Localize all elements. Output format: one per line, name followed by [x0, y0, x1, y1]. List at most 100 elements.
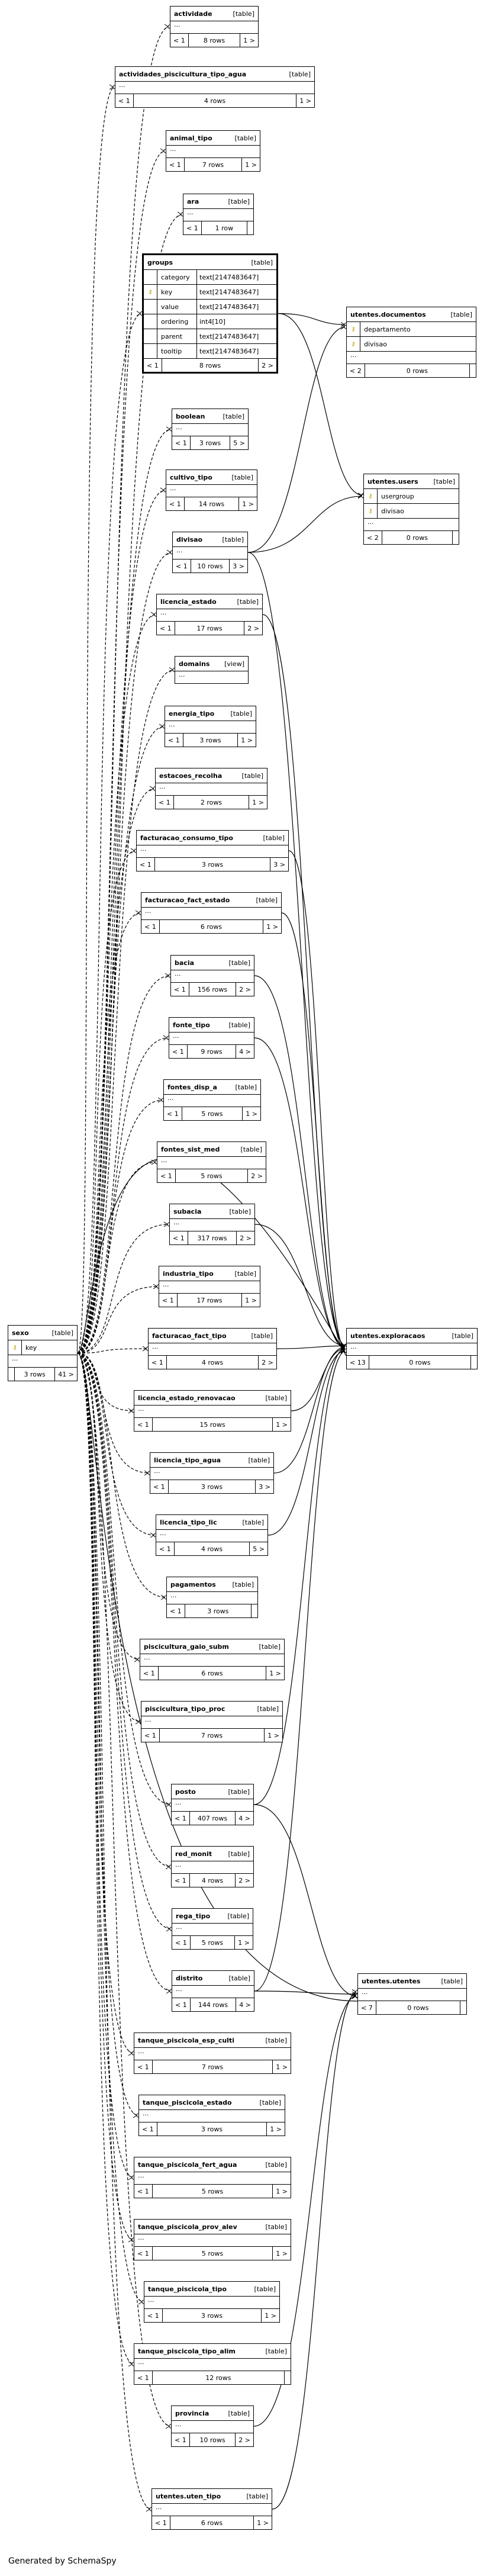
table-tanque-piscicola-fert-agua[interactable]: tanque_piscicola_fert_agua[table]...< 15… [134, 2157, 291, 2198]
children-count[interactable]: 2 > [236, 1874, 253, 1887]
children-count[interactable]: 4 > [236, 1998, 254, 2011]
children-count[interactable]: 2 > [237, 1231, 254, 1244]
children-count[interactable] [460, 2001, 466, 2014]
parents-count[interactable]: < 1 [171, 983, 189, 996]
table-distrito[interactable]: distrito[table]...< 1144 rows4 > [172, 1970, 254, 2012]
children-count[interactable]: 1 > [242, 158, 260, 171]
parents-count[interactable]: < 1 [144, 2309, 163, 2322]
parents-count[interactable]: < 1 [183, 221, 202, 234]
table-fontes-sist-med[interactable]: fontes_sist_med[table]...< 15 rows2 > [157, 1141, 266, 1183]
table-industria-tipo[interactable]: industria_tipo[table]...< 117 rows1 > [159, 1266, 260, 1307]
children-count[interactable]: 1 > [267, 2122, 285, 2136]
parents-count[interactable]: < 1 [157, 622, 175, 635]
children-count[interactable]: 2 > [236, 983, 254, 996]
children-count[interactable]: 2 > [244, 622, 262, 635]
children-count[interactable]: 1 > [273, 2060, 291, 2073]
table-domains[interactable]: domains[view]... [175, 656, 249, 684]
table-sexo[interactable]: sexo[table]⚷key...3 rows41 > [8, 1325, 78, 1381]
children-count[interactable]: 1 > [262, 2309, 279, 2322]
parents-count[interactable]: < 1 [159, 1294, 178, 1307]
children-count[interactable]: 1 > [249, 796, 267, 809]
parents-count[interactable]: < 2 [364, 531, 382, 544]
table-divisao[interactable]: divisao[table]...< 110 rows3 > [172, 532, 248, 573]
table-tanque-piscicola-estado[interactable]: tanque_piscicola_estado[table]...< 13 ro… [138, 2095, 285, 2136]
children-count[interactable]: 4 > [236, 1045, 254, 1058]
parents-count[interactable]: < 1 [152, 2516, 170, 2529]
table-licencia-estado[interactable]: licencia_estado[table]...< 117 rows2 > [156, 594, 263, 635]
table-licencia-estado-renovacao[interactable]: licencia_estado_renovacao[table]...< 115… [134, 1390, 291, 1432]
children-count[interactable]: 1 > [238, 734, 256, 747]
table-utentes-exploracaos[interactable]: utentes.exploracaos[table]...< 130 rows [346, 1328, 478, 1369]
parents-count[interactable]: < 1 [139, 2122, 157, 2136]
table-animal-tipo[interactable]: animal_tipo[table]...< 17 rows1 > [166, 130, 260, 172]
children-count[interactable]: 1 > [273, 1418, 291, 1431]
children-count[interactable] [247, 221, 253, 234]
parents-count[interactable]: < 2 [347, 364, 365, 377]
children-count[interactable] [470, 364, 476, 377]
parents-count[interactable]: < 1 [134, 1418, 153, 1431]
table-red-monit[interactable]: red_monit[table]...< 14 rows2 > [171, 1846, 254, 1887]
table-piscicultura-gaio-subm[interactable]: piscicultura_gaio_subm[table]...< 16 row… [140, 1639, 285, 1680]
parents-count[interactable]: < 1 [166, 497, 185, 510]
children-count[interactable]: 4 > [236, 1812, 253, 1825]
children-count[interactable]: 1 > [243, 1107, 260, 1120]
parents-count[interactable]: < 1 [172, 1874, 190, 1887]
parents-count[interactable] [8, 1368, 15, 1381]
parents-count[interactable]: < 1 [134, 2371, 153, 2384]
parents-count[interactable]: < 1 [172, 1812, 190, 1825]
parents-count[interactable]: < 1 [115, 94, 134, 107]
table-facturacao-fact-estado[interactable]: facturacao_fact_estado[table]...< 16 row… [141, 892, 282, 934]
table-ara[interactable]: ara[table]...< 11 row [183, 194, 254, 235]
parents-count[interactable]: < 1 [134, 2247, 153, 2260]
children-count[interactable]: 1 > [296, 94, 314, 107]
table-utentes-utentes[interactable]: utentes.utentes[table]...< 70 rows [357, 1973, 467, 2015]
children-count[interactable]: 3 > [256, 1480, 273, 1493]
parents-count[interactable]: < 1 [157, 1169, 176, 1182]
children-count[interactable]: 41 > [55, 1368, 77, 1381]
parents-count[interactable]: < 1 [165, 734, 183, 747]
table-posto[interactable]: posto[table]...< 1407 rows4 > [171, 1784, 254, 1825]
parents-count[interactable]: < 1 [141, 920, 160, 933]
table-licencia-tipo-agua[interactable]: licencia_tipo_agua[table]...< 13 rows3 > [150, 1452, 274, 1494]
table-boolean[interactable]: boolean[table]...< 13 rows5 > [172, 409, 249, 450]
children-count[interactable] [471, 1356, 477, 1369]
children-count[interactable]: 1 > [235, 1936, 253, 1949]
table-rega-tipo[interactable]: rega_tipo[table]...< 15 rows1 > [172, 1908, 253, 1950]
table-utentes-uten-tipo[interactable]: utentes.uten_tipo[table]...< 16 rows1 > [151, 2488, 272, 2530]
children-count[interactable]: 3 > [270, 858, 288, 871]
parents-count[interactable]: < 1 [172, 1936, 191, 1949]
children-count[interactable]: 3 > [230, 559, 247, 573]
children-count[interactable]: 1 > [239, 497, 257, 510]
parents-count[interactable]: < 1 [172, 1998, 191, 2011]
parents-count[interactable]: < 1 [140, 1667, 159, 1680]
children-count[interactable]: 2 > [259, 1356, 276, 1369]
table-energia-tipo[interactable]: energia_tipo[table]...< 13 rows1 > [165, 706, 256, 747]
table-piscicultura-tipo-proc[interactable]: piscicultura_tipo_proc[table]...< 17 row… [141, 1701, 283, 1742]
table-facturacao-consumo-tipo[interactable]: facturacao_consumo_tipo[table]...< 13 ro… [136, 830, 289, 871]
table-licencia-tipo-lic[interactable]: licencia_tipo_lic[table]...< 14 rows5 > [156, 1514, 268, 1556]
parents-count[interactable]: < 1 [141, 1729, 160, 1742]
children-count[interactable]: 1 > [273, 2185, 291, 2198]
parents-count[interactable]: < 1 [156, 796, 174, 809]
parents-count[interactable]: < 1 [170, 34, 189, 47]
table-cultivo-tipo[interactable]: cultivo_tipo[table]...< 114 rows1 > [166, 469, 257, 511]
children-count[interactable] [453, 531, 459, 544]
children-count[interactable] [285, 2371, 291, 2384]
parents-count[interactable]: < 1 [167, 1604, 185, 1617]
table-tanque-piscicola-esp-culti[interactable]: tanque_piscicola_esp_culti[table]...< 17… [134, 2033, 291, 2074]
parents-count[interactable]: < 1 [134, 2060, 153, 2073]
children-count[interactable]: 1 > [266, 1667, 284, 1680]
table-tanque-piscicola-tipo[interactable]: tanque_piscicola_tipo[table]...< 13 rows… [144, 2281, 280, 2323]
table-groups[interactable]: groups[table]categorytext[2147483647]⚷ke… [142, 253, 278, 374]
children-count[interactable] [252, 1604, 257, 1617]
table-fontes-disp-a[interactable]: fontes_disp_a[table]...< 15 rows1 > [163, 1079, 261, 1121]
table-tanque-piscicola-tipo-alim[interactable]: tanque_piscicola_tipo_alim[table]...< 11… [134, 2343, 291, 2385]
parents-count[interactable]: < 1 [149, 1356, 167, 1369]
children-count[interactable]: 5 > [250, 1542, 267, 1555]
parents-count[interactable]: < 1 [172, 436, 191, 449]
table-bacia[interactable]: bacia[table]...< 1156 rows2 > [170, 955, 254, 996]
children-count[interactable]: 1 > [242, 1294, 260, 1307]
parents-count[interactable]: < 13 [347, 1356, 369, 1369]
children-count[interactable]: 1 > [263, 920, 281, 933]
children-count[interactable]: 1 > [273, 2247, 291, 2260]
